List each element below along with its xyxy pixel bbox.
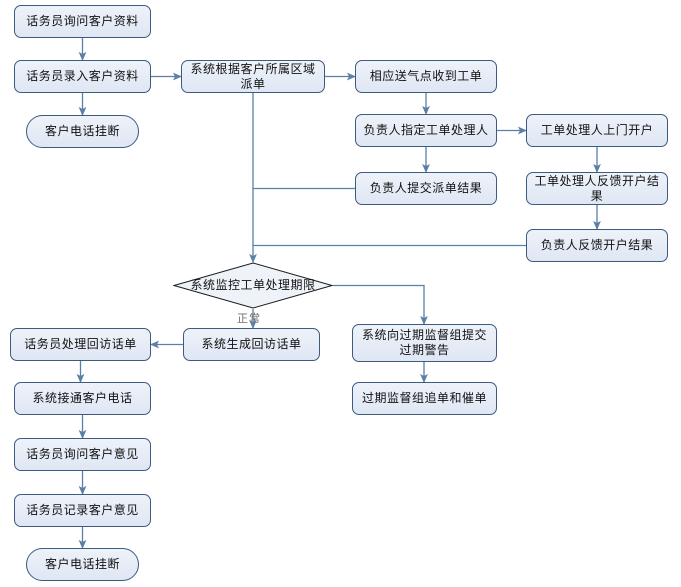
node-label: 话务员录入客户资料 xyxy=(26,69,139,83)
node-agent-enters-customer-info[interactable]: 话务员录入客户资料 xyxy=(14,60,151,93)
node-label: 过期监督组追单和催单 xyxy=(361,391,487,405)
node-decision-monitor-order-deadline[interactable]: 系统监控工单处理期限 xyxy=(173,262,333,309)
node-label: 话务员记录客户意见 xyxy=(26,503,139,517)
node-manager-submits-dispatch-result[interactable]: 负责人提交派单结果 xyxy=(355,172,497,205)
node-label: 系统接通客户电话 xyxy=(32,391,133,405)
node-system-connects-customer-call[interactable]: 系统接通客户电话 xyxy=(14,382,151,415)
node-handler-visits-to-open-account[interactable]: 工单处理人上门开户 xyxy=(526,114,668,147)
node-label: 话务员询问客户意见 xyxy=(26,447,139,461)
node-agent-records-customer-opinion[interactable]: 话务员记录客户意见 xyxy=(14,494,151,527)
node-system-dispatch-by-region[interactable]: 系统根据客户所属区域派单 xyxy=(181,60,325,93)
node-label: 系统监控工单处理期限 xyxy=(190,278,316,292)
node-agent-handles-callback-ticket[interactable]: 话务员处理回访话单 xyxy=(10,328,151,361)
edge-n11-n18 xyxy=(333,284,428,326)
node-manager-reports-account-result[interactable]: 负责人反馈开户结果 xyxy=(526,229,668,262)
node-label: 客户电话挂断 xyxy=(44,557,120,571)
edge-label-normal: 正常 xyxy=(237,312,261,325)
node-customer-hangs-up-top[interactable]: 客户电话挂断 xyxy=(26,115,139,148)
node-label: 负责人反馈开户结果 xyxy=(540,238,654,252)
node-label: 系统向过期监督组提交过期警告 xyxy=(361,328,487,357)
node-agent-asks-customer-info[interactable]: 话务员询问客户资料 xyxy=(14,5,151,38)
node-system-sends-overdue-warning[interactable]: 系统向过期监督组提交过期警告 xyxy=(352,324,497,362)
node-label: 负责人提交派单结果 xyxy=(369,181,483,195)
node-label: 系统生成回访话单 xyxy=(201,337,302,351)
node-overdue-team-follows-up[interactable]: 过期监督组追单和催单 xyxy=(352,382,497,415)
node-label: 系统根据客户所属区域派单 xyxy=(190,61,316,91)
node-label: 工单处理人反馈开户结果 xyxy=(534,173,660,203)
node-label: 话务员处理回访话单 xyxy=(24,337,137,351)
node-label: 负责人指定工单处理人 xyxy=(363,123,489,137)
node-customer-hangs-up-bottom[interactable]: 客户电话挂断 xyxy=(26,548,139,581)
node-manager-assigns-handler[interactable]: 负责人指定工单处理人 xyxy=(355,114,497,147)
node-label: 工单处理人上门开户 xyxy=(540,123,654,137)
node-gas-station-receives-order[interactable]: 相应送气点收到工单 xyxy=(355,60,497,93)
diamond-icon xyxy=(173,262,333,309)
node-label: 客户电话挂断 xyxy=(44,124,120,138)
node-system-generates-callback-ticket[interactable]: 系统生成回访话单 xyxy=(183,328,320,361)
node-label: 相应送气点收到工单 xyxy=(369,69,483,83)
node-agent-asks-customer-opinion[interactable]: 话务员询问客户意见 xyxy=(14,438,151,471)
node-handler-reports-account-result[interactable]: 工单处理人反馈开户结果 xyxy=(526,172,668,205)
node-label: 话务员询问客户资料 xyxy=(26,14,139,28)
